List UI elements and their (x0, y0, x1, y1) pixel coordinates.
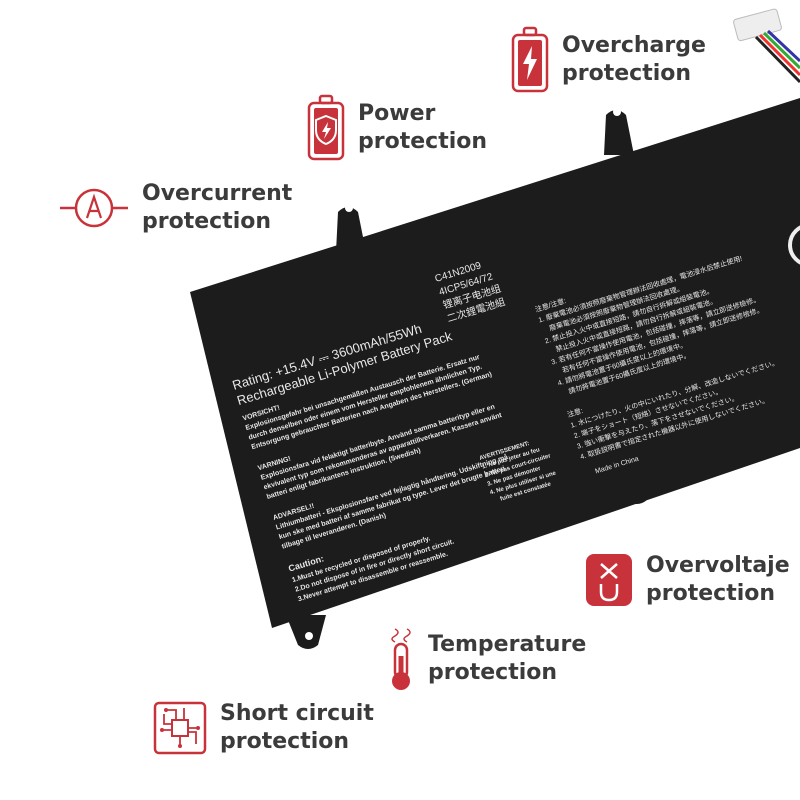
feature-power: Power protection (306, 94, 487, 162)
thermometer-icon (391, 628, 411, 690)
feature-label: Overvoltaje (646, 553, 790, 578)
feature-overcharge: Overcharge protection (510, 26, 706, 94)
feature-label: Overvoltaje protection (646, 552, 790, 608)
feature-overvoltage: Overvoltaje protection (584, 552, 790, 608)
circuit-chip-icon (153, 701, 207, 755)
feature-label: Overcurrent (142, 181, 293, 206)
connector-cable (733, 8, 800, 84)
feature-label: Overcharge (562, 33, 706, 58)
feature-overcurrent: Overcurrent protection (58, 180, 292, 236)
feature-label: protection (142, 209, 272, 234)
feature-label: Temperature protection (428, 631, 586, 687)
feature-label: protection (358, 129, 488, 154)
feature-temperature: Temperature protection (386, 626, 586, 692)
feature-label: Power (358, 101, 436, 126)
feature-label: protection (428, 660, 558, 685)
battery-bolt-icon (511, 26, 549, 93)
feature-label: Overcharge protection (562, 32, 706, 88)
feature-label: protection (646, 581, 776, 606)
feature-label: Short circuit protection (220, 700, 374, 756)
ammeter-icon (60, 188, 128, 228)
feature-short-circuit: Short circuit protection (152, 700, 374, 756)
feature-label: Short circuit (220, 701, 374, 726)
feature-label: Power protection (358, 100, 487, 156)
voltage-icon (586, 554, 632, 606)
feature-label: Temperature (428, 632, 587, 657)
feature-label: protection (562, 61, 692, 86)
feature-label: Overcurrent protection (142, 180, 292, 236)
battery-shield-icon (307, 94, 345, 161)
feature-label: protection (220, 729, 350, 754)
